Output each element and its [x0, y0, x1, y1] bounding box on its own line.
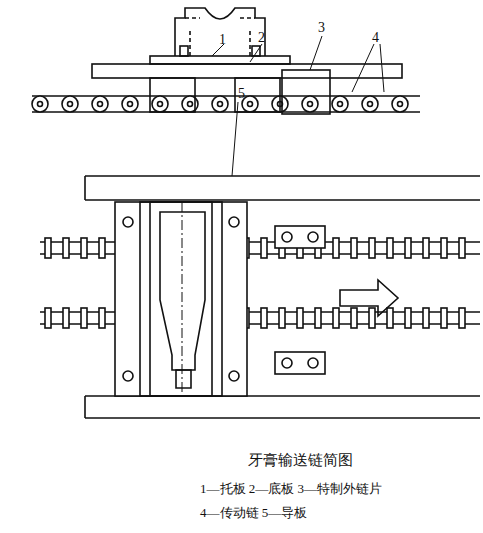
- chain-roller: [392, 96, 408, 112]
- chain-link: [297, 308, 303, 328]
- tube-cap: [176, 370, 191, 388]
- chain-link: [261, 238, 267, 258]
- callout-number: 2: [258, 30, 265, 45]
- chain-link: [423, 308, 429, 328]
- chain-link: [405, 308, 411, 328]
- chain-link: [351, 308, 357, 328]
- chain-roller: [32, 96, 48, 112]
- chain-pin: [368, 102, 373, 107]
- chain-link: [63, 308, 69, 328]
- link-plate: [235, 78, 280, 112]
- plan-chains: [40, 238, 480, 328]
- chain-link: [441, 308, 447, 328]
- chain-link: [81, 238, 87, 258]
- callout-number: 1: [219, 32, 226, 47]
- chain-link: [81, 308, 87, 328]
- bolt: [180, 46, 188, 56]
- chain-pin: [308, 102, 313, 107]
- chain-link: [279, 308, 285, 328]
- chain-roller: [122, 96, 138, 112]
- chain-roller: [302, 96, 318, 112]
- chain-roller: [62, 96, 78, 112]
- chain-link: [45, 308, 51, 328]
- chain-pin: [338, 102, 343, 107]
- chain-roller: [212, 96, 228, 112]
- guide-rail: [85, 176, 480, 200]
- side-chain: [32, 96, 420, 112]
- direction-arrow: [340, 280, 398, 316]
- chain-link: [333, 238, 339, 258]
- caption: 牙膏输送链简图: [248, 452, 353, 469]
- chain-pin: [128, 102, 133, 107]
- carrier-plate: [115, 202, 247, 396]
- link-plate: [150, 78, 195, 112]
- bottom-rail: [85, 396, 480, 418]
- carrier-inner: [140, 202, 222, 396]
- chain-link: [45, 238, 51, 258]
- chain-pin: [98, 102, 103, 107]
- chain-link: [387, 238, 393, 258]
- chain-link: [315, 308, 321, 328]
- chain-roller: [92, 96, 108, 112]
- part-list: 4—传动链 5—导板: [200, 506, 307, 520]
- callout-number: 4: [372, 30, 379, 45]
- chain-link: [99, 308, 105, 328]
- chain-link: [423, 238, 429, 258]
- special-plate: [282, 70, 330, 114]
- chain-link: [459, 308, 465, 328]
- bolt: [252, 46, 260, 56]
- chain-strand: [40, 242, 480, 254]
- chain-strand: [40, 312, 480, 324]
- chain-roller: [332, 96, 348, 112]
- chain-link: [441, 238, 447, 258]
- chain-link: [333, 308, 339, 328]
- callout-number: 5: [238, 86, 245, 101]
- chain-link: [459, 238, 465, 258]
- part-list: 1—托板 2—底板 3—特制外链片: [200, 482, 382, 496]
- carrier-groove: [150, 202, 212, 396]
- chain-pin: [398, 102, 403, 107]
- chain-plate: [32, 96, 420, 112]
- holder: [175, 8, 265, 56]
- chain-roller: [362, 96, 378, 112]
- chain-pin: [38, 102, 43, 107]
- chain-link: [63, 238, 69, 258]
- chain-pin: [188, 102, 193, 107]
- holder-hidden: [185, 18, 255, 56]
- callout-number: 3: [318, 20, 325, 35]
- chain-pin: [68, 102, 73, 107]
- base-plate: [150, 56, 290, 64]
- chain-link: [369, 308, 375, 328]
- chain-pin: [158, 102, 163, 107]
- chain-roller: [152, 96, 168, 112]
- chain-pin: [218, 102, 223, 107]
- chain-link: [369, 238, 375, 258]
- chain-link: [387, 308, 393, 328]
- chain-link: [351, 238, 357, 258]
- base-rail: [92, 64, 402, 78]
- chain-link: [99, 238, 105, 258]
- leader-line: [212, 36, 384, 176]
- center-line: [182, 202, 183, 395]
- chain-link: [261, 308, 267, 328]
- chain-link: [405, 238, 411, 258]
- chain-pin: [248, 102, 253, 107]
